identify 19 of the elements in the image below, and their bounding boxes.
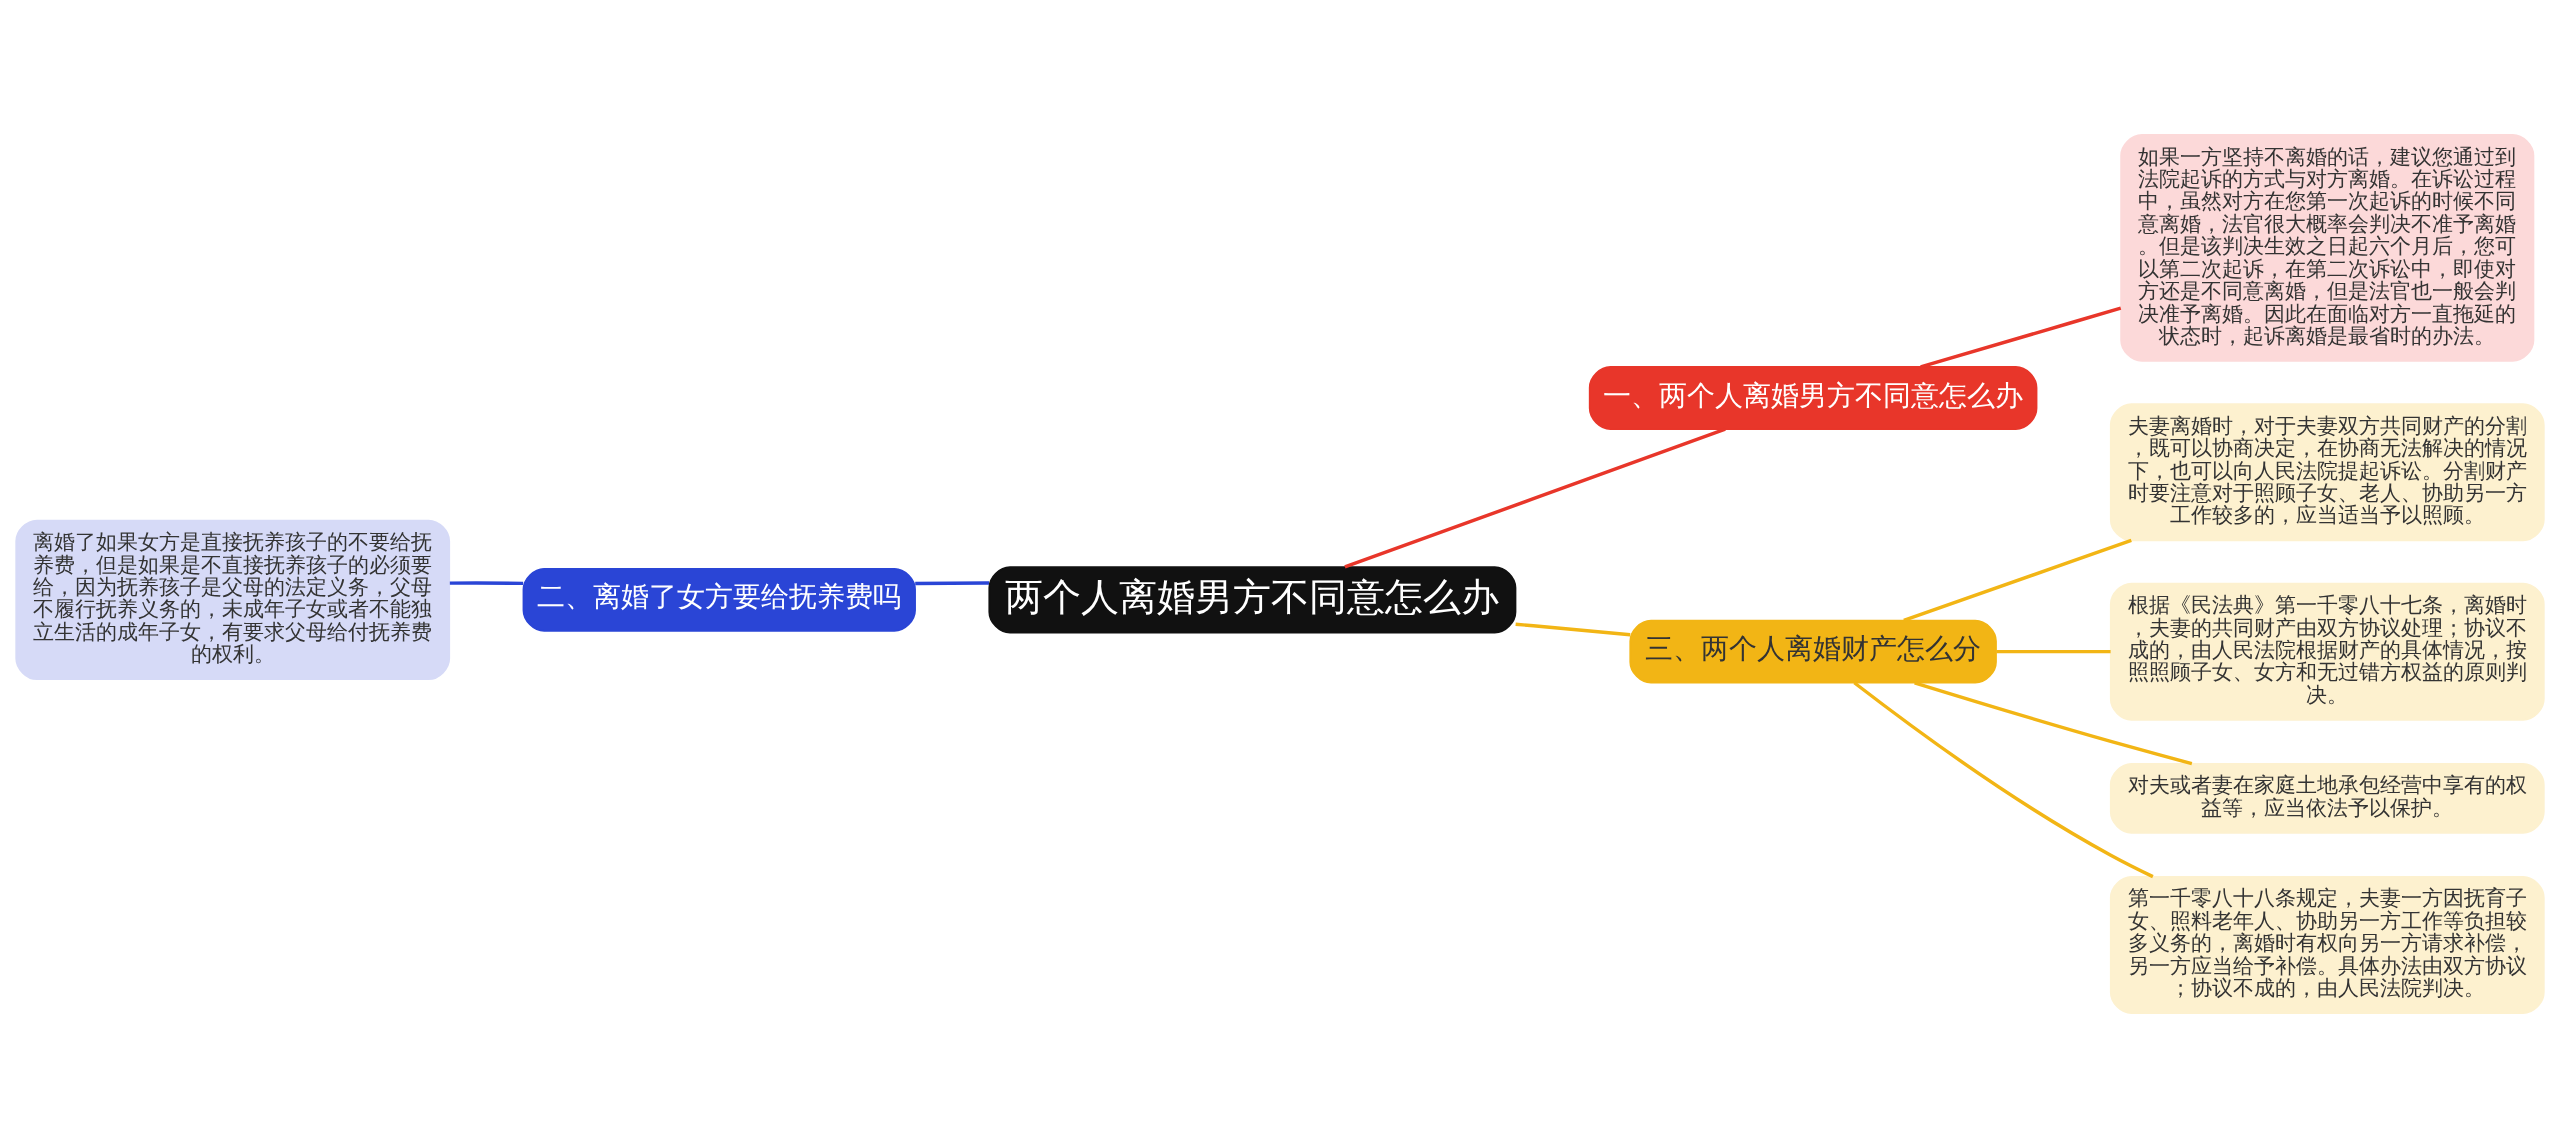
node-box: 对夫或者妻在家庭土地承包经营中享有的权益等，应当依法予以保护。 bbox=[2109, 762, 2545, 834]
connector bbox=[1344, 427, 1726, 569]
connector bbox=[915, 580, 990, 585]
connector bbox=[1996, 649, 2111, 653]
connector bbox=[1853, 680, 2154, 878]
connector bbox=[1914, 680, 2193, 765]
node-box: 二、离婚了女方要给抚养费吗 bbox=[522, 567, 916, 632]
node-box: 一、两个人离婚男方不同意怎么办 bbox=[1588, 365, 2038, 430]
node-box: 如果一方坚持不离婚的话，建议您通过到法院起诉的方式与对方离婚。在诉讼过程中，虽然对方在您第一次起诉的时候不同意离婚，法官很大概率会判决不准予离婚。但是该判决生效之日起六个月后，您可以第二次起诉，在第二次诉讼中，即使对方还是不同意离婚，但是法官也一般会判决准予离婚。因此在面临对方一直拖延的状态时，起诉离婚是最省时的办法。 bbox=[2120, 133, 2535, 362]
connector bbox=[1920, 305, 2122, 369]
node-box: 三、两个人离婚财产怎么分 bbox=[1629, 619, 1997, 684]
connector bbox=[449, 580, 524, 585]
node-box: 根据《民法典》第一千零八十七条，离婚时，夫妻的共同财产由双方协议处理；协议不成的，由人民法院根据财产的具体情况，按照照顾子女、女方和无过错方权益的原则判决。 bbox=[2109, 582, 2545, 721]
node-box: 离婚了如果女方是直接抚养孩子的不要给抚养费，但是如果是不直接抚养孩子的必须要给，因为抚养孩子是父母的法定义务，父母不履行抚养义务的，未成年子女或者不能独立生活的成年子女，有要求父母给付抚养费的权利。 bbox=[15, 519, 451, 680]
connector bbox=[1903, 538, 2132, 622]
connector bbox=[1515, 621, 1631, 636]
node-box: 夫妻离婚时，对于夫妻双方共同财产的分割，既可以协商决定，在协商无法解决的情况下，也可以向人民法院提起诉讼。分割财产时要注意对于照顾子女、老人、协助另一方工作较多的，应当适当予以照顾。 bbox=[2109, 402, 2545, 541]
node-box: 两个人离婚男方不同意怎么办 bbox=[988, 565, 1517, 634]
node-box: 第一千零八十八条规定，夫妻一方因抚育子女、照料老年人、协助另一方工作等负担较多义务的，离婚时有权向另一方请求补偿，另一方应当给予补偿。具体办法由双方协议；协议不成的，由人民法院判决。 bbox=[2109, 875, 2545, 1014]
